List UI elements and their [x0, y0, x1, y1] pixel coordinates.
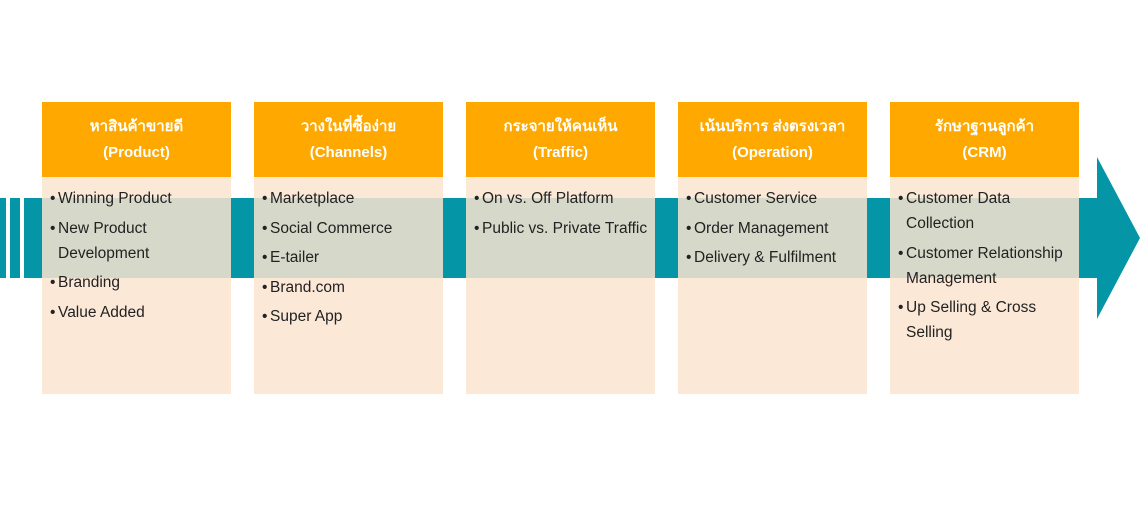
card-header: กระจายให้คนเห็น (Traffic) — [466, 102, 655, 177]
card-item-list: Customer Service Order Management Delive… — [686, 186, 864, 275]
card-header: รักษาฐานลูกค้า (CRM) — [890, 102, 1079, 177]
stage-card-traffic: กระจายให้คนเห็น (Traffic) On vs. Off Pla… — [466, 102, 655, 394]
card-item-list: Marketplace Social Commerce E-tailer Bra… — [262, 186, 440, 334]
card-header: หาสินค้าขายดี (Product) — [42, 102, 231, 177]
list-item: On vs. Off Platform — [474, 186, 652, 211]
card-title: หาสินค้าขายดี — [89, 117, 184, 135]
card-subtitle: (Product) — [103, 143, 170, 161]
card-item-list: Customer Data Collection Customer Relati… — [898, 186, 1076, 350]
card-title: วางในที่ซื้อง่าย — [300, 117, 397, 135]
card-subtitle: (Operation) — [732, 143, 813, 161]
card-body — [678, 177, 867, 394]
list-item: Customer Data Collection — [898, 186, 1076, 236]
list-item: Delivery & Fulfilment — [686, 245, 864, 270]
card-title: รักษาฐานลูกค้า — [934, 117, 1035, 135]
list-item: Customer Service — [686, 186, 864, 211]
card-title: กระจายให้คนเห็น — [503, 117, 618, 135]
list-item: Brand.com — [262, 275, 440, 300]
list-item: New Product Development — [50, 216, 228, 266]
card-item-list: Winning Product New Product Development … — [50, 186, 228, 329]
list-item: E-tailer — [262, 245, 440, 270]
card-subtitle: (Channels) — [309, 143, 388, 161]
card-subtitle: (Traffic) — [532, 143, 588, 161]
list-item: Super App — [262, 304, 440, 329]
card-header: วางในที่ซื้อง่าย (Channels) — [254, 102, 443, 177]
stage-card-product: หาสินค้าขายดี (Product) Winning Product … — [42, 102, 231, 394]
stage-card-operation: เน้นบริการ ส่งตรงเวลา (Operation) Custom… — [678, 102, 867, 394]
arrow-stripe — [24, 198, 38, 278]
card-subtitle: (CRM) — [962, 143, 1007, 161]
list-item: Order Management — [686, 216, 864, 241]
list-item: Public vs. Private Traffic — [474, 216, 652, 241]
list-item: Social Commerce — [262, 216, 440, 241]
list-item: Value Added — [50, 300, 228, 325]
card-title: เน้นบริการ ส่งตรงเวลา — [699, 117, 846, 135]
arrow-stripe — [10, 198, 20, 278]
list-item: Up Selling & Cross Selling — [898, 295, 1076, 345]
card-header: เน้นบริการ ส่งตรงเวลา (Operation) — [678, 102, 867, 177]
arrow-tail-stripes — [0, 198, 38, 278]
list-item: Branding — [50, 270, 228, 295]
stage-card-crm: รักษาฐานลูกค้า (CRM) Customer Data Colle… — [890, 102, 1079, 394]
list-item: Marketplace — [262, 186, 440, 211]
card-item-list: On vs. Off Platform Public vs. Private T… — [474, 186, 652, 245]
arrow-stripe — [0, 198, 6, 278]
list-item: Winning Product — [50, 186, 228, 211]
card-body — [466, 177, 655, 394]
list-item: Customer Relationship Management — [898, 241, 1076, 291]
stage-card-channels: วางในที่ซื้อง่าย (Channels) Marketplace … — [254, 102, 443, 394]
